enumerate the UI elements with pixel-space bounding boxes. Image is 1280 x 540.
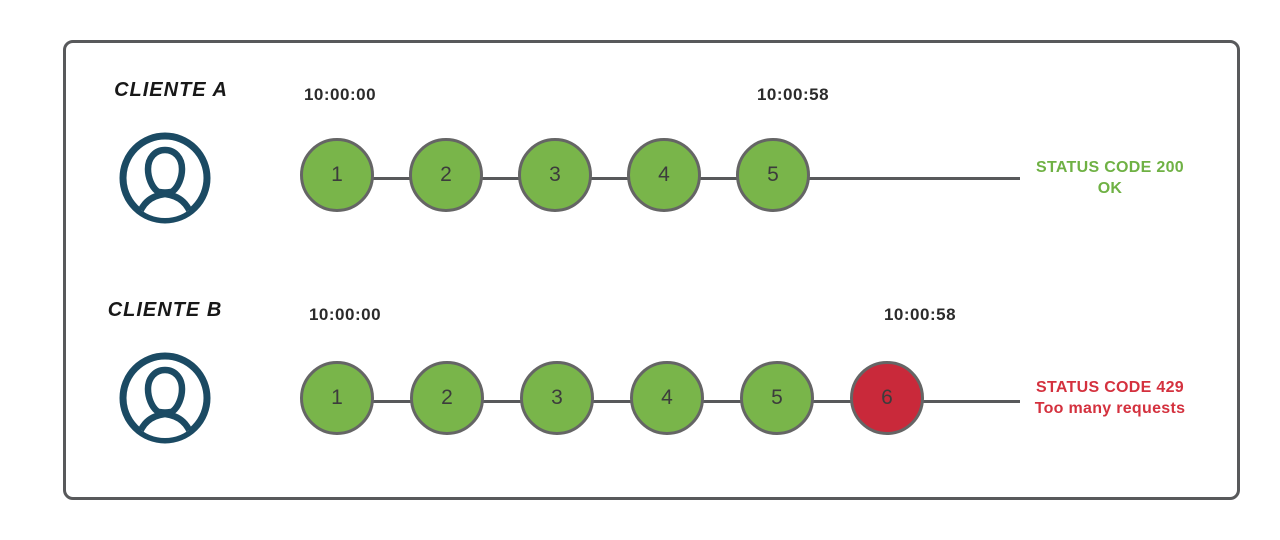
request-circle-4: 4 (627, 138, 701, 212)
request-circle-6: 6 (850, 361, 924, 435)
request-circle-1: 1 (300, 361, 374, 435)
request-circle-1: 1 (300, 138, 374, 212)
request-circle-2: 2 (410, 361, 484, 435)
status-code-text: STATUS CODE 200 (1036, 159, 1184, 176)
status-description-text: Too many requests (1034, 400, 1186, 417)
request-circle-5: 5 (736, 138, 810, 212)
status-code-text: STATUS CODE 429 (1036, 379, 1184, 396)
client-b-label: CLIENTE B (107, 299, 223, 321)
start-timestamp: 10:00:00 (308, 305, 382, 324)
person-icon (119, 132, 211, 224)
request-circle-3: 3 (520, 361, 594, 435)
end-timestamp: 10:00:58 (883, 305, 957, 324)
person-icon (119, 352, 211, 444)
request-circle-5: 5 (740, 361, 814, 435)
end-timestamp: 10:00:58 (756, 85, 830, 104)
status-description-text: OK (1097, 180, 1123, 197)
status-message: STATUS CODE 429 Too many requests (1005, 377, 1215, 419)
request-circle-4: 4 (630, 361, 704, 435)
request-circle-3: 3 (518, 138, 592, 212)
request-circle-2: 2 (409, 138, 483, 212)
start-timestamp: 10:00:00 (303, 85, 377, 104)
client-a-label: CLIENTE A (114, 79, 228, 101)
status-message: STATUS CODE 200 OK (1005, 157, 1215, 199)
